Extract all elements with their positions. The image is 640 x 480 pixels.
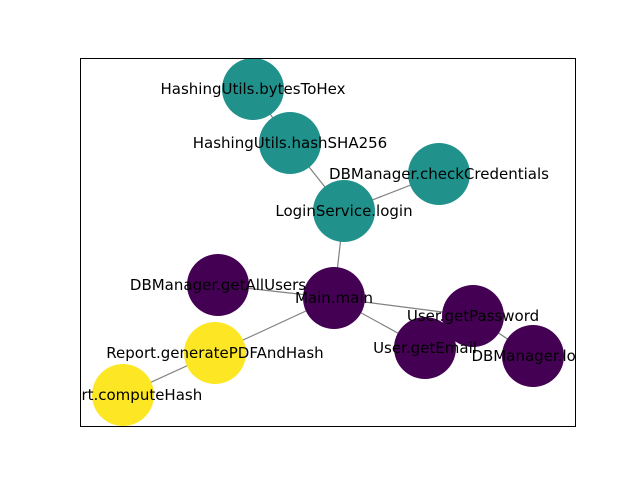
node-label-user-get-email: User.getEmail — [373, 339, 477, 357]
node-label-hashing-utils-hash-sha256: HashingUtils.hashSHA256 — [193, 134, 387, 152]
node-label-report-generate-pdfand-hash: Report.generatePDFAndHash — [106, 344, 323, 362]
node-report-compute-hash — [92, 364, 154, 426]
label-layer: HashingUtils.bytesToHexHashingUtils.hash… — [44, 80, 594, 404]
node-layer — [92, 58, 564, 426]
node-report-generate-pdfand-hash — [184, 322, 246, 384]
node-dbmanager-check-credentials — [408, 143, 470, 205]
node-label-report-compute-hash: Report.computeHash — [44, 386, 202, 404]
node-label-login-service-login: LoginService.login — [275, 202, 412, 220]
node-hashing-utils-hash-sha256 — [259, 112, 321, 174]
node-dbmanager-load — [502, 325, 564, 387]
node-label-user-get-password: User.getPassword — [407, 307, 539, 325]
node-hashing-utils-bytes-to-hex — [222, 58, 284, 120]
node-main-main — [303, 267, 365, 329]
node-user-get-password — [442, 285, 504, 347]
node-label-dbmanager-check-credentials: DBManager.checkCredentials — [329, 165, 549, 183]
plot-frame — [80, 58, 576, 427]
node-dbmanager-get-all-users — [187, 254, 249, 316]
node-login-service-login — [313, 180, 375, 242]
node-label-main-main: Main.main — [295, 289, 373, 307]
node-label-dbmanager-load: DBManager.load — [471, 347, 594, 365]
node-user-get-email — [394, 317, 456, 379]
node-label-hashing-utils-bytes-to-hex: HashingUtils.bytesToHex — [160, 80, 345, 98]
node-label-dbmanager-get-all-users: DBManager.getAllUsers — [130, 276, 306, 294]
